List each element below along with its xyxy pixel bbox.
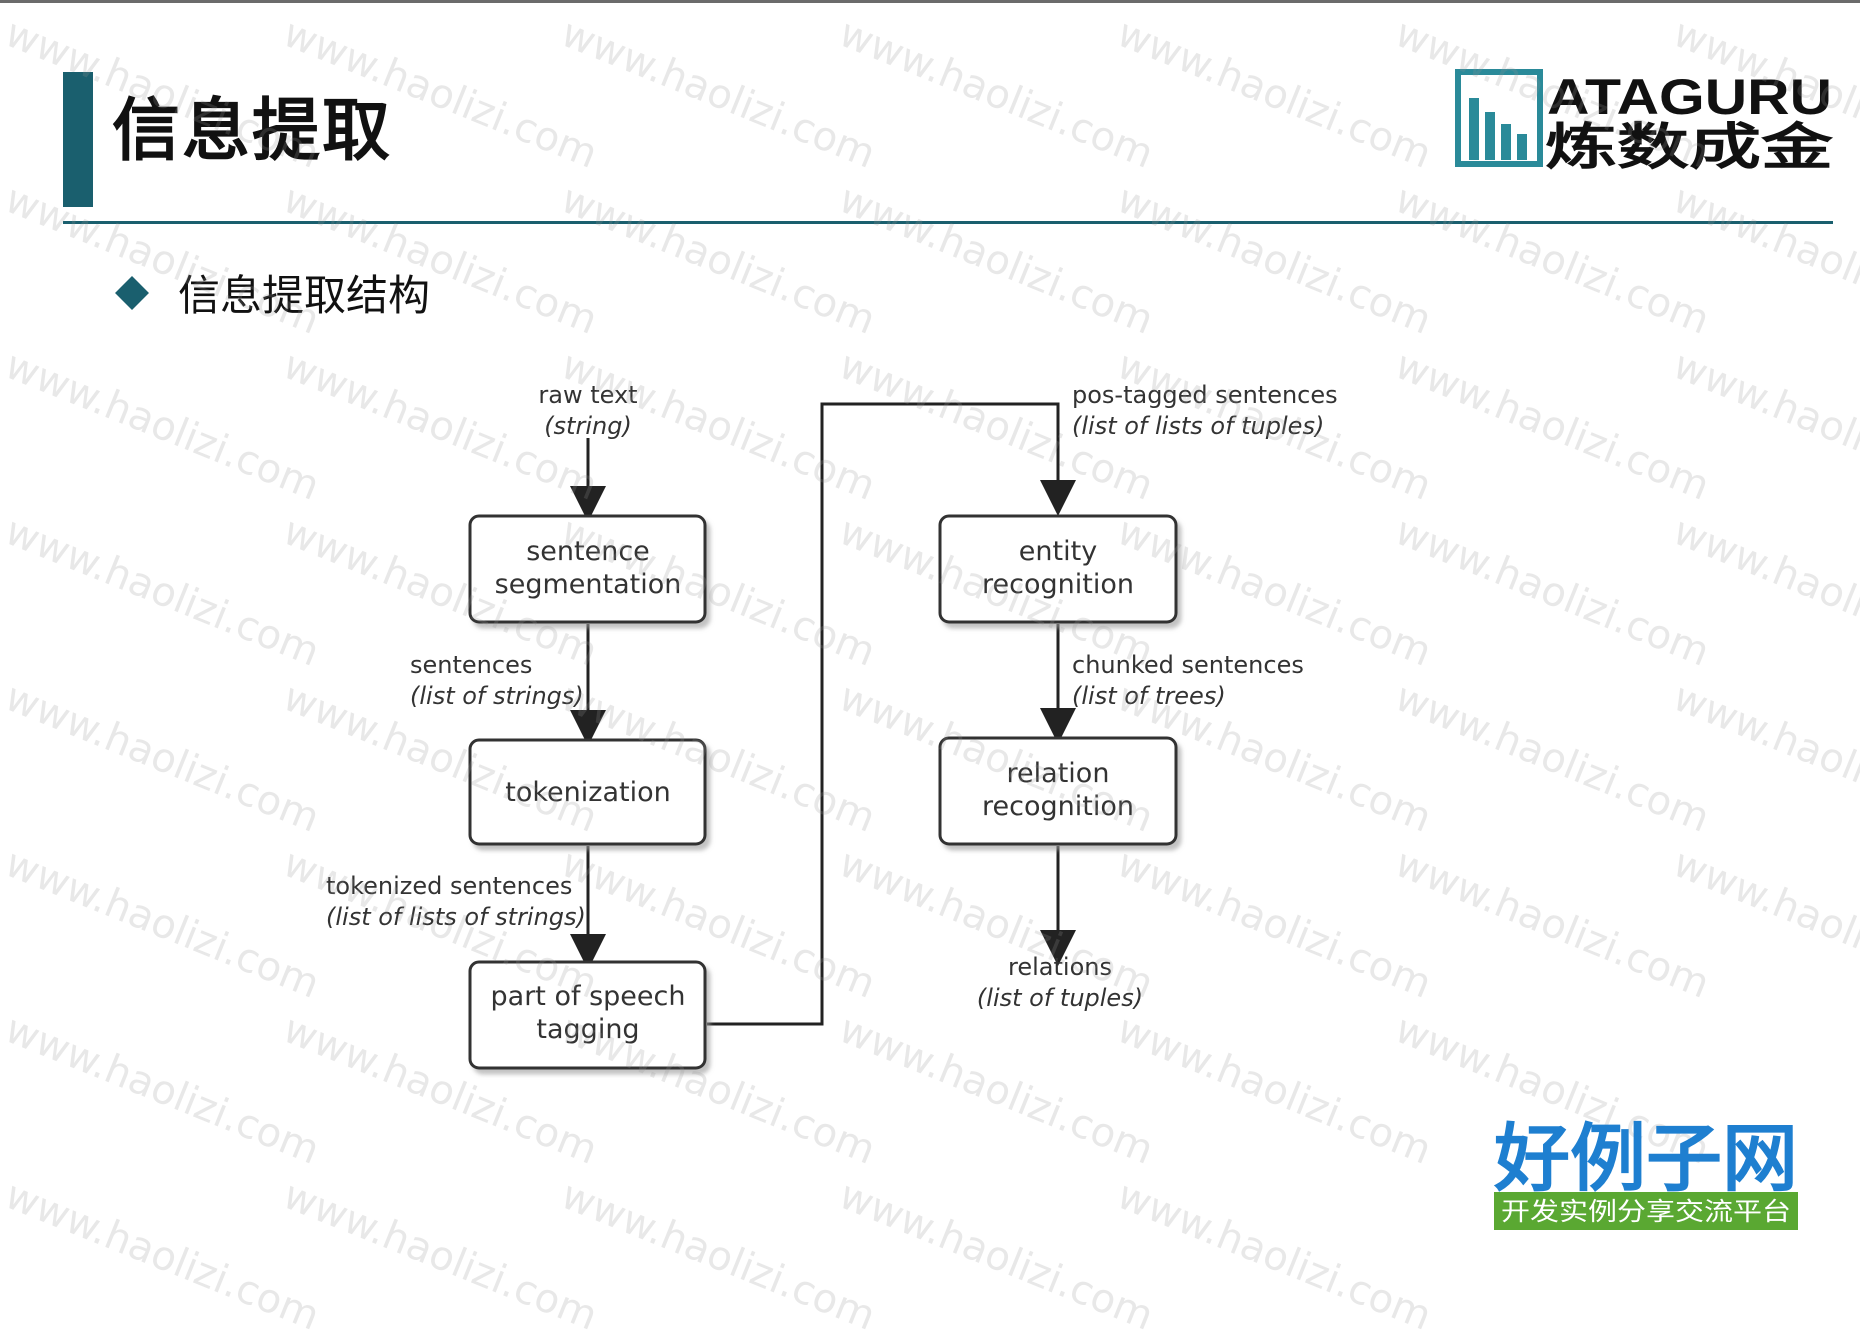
label-main: pos-tagged sentences: [1072, 381, 1338, 409]
information-extraction-diagram: sentence segmentation tokenization part …: [326, 381, 1338, 1070]
label-main: sentences: [410, 651, 532, 679]
box-line: part of speech: [491, 981, 686, 1012]
logo-text-cn: 炼数成金: [1545, 118, 1834, 170]
box-line: relation: [1007, 758, 1110, 789]
label-type: (list of lists of tuples): [1072, 412, 1324, 440]
label-relations: relations (list of tuples): [977, 953, 1143, 1012]
box-pos-tagging: part of speech tagging: [468, 960, 707, 1070]
label-tokenized-sentences: tokenized sentences (list of lists of st…: [326, 872, 586, 931]
label-type: (list of trees): [1072, 682, 1226, 710]
box-line: recognition: [982, 569, 1134, 600]
brand-tagline: 开发实例分享交流平台: [1501, 1197, 1791, 1226]
box-tokenization: tokenization: [468, 738, 707, 846]
label-raw-text: raw text (string): [538, 381, 637, 440]
haolizi-brand-logo: 好例子网 开发实例分享交流平台: [1493, 1116, 1798, 1230]
box-line: tokenization: [505, 777, 670, 808]
ataguru-logo: ATAGURU 炼数成金: [1455, 69, 1834, 170]
label-type: (string): [544, 412, 632, 440]
box-relation-recognition: relation recognition: [938, 736, 1178, 846]
bullet-text: 信息提取结构: [178, 271, 431, 320]
label-main: tokenized sentences: [326, 872, 572, 900]
logo-chart-icon: [1455, 69, 1543, 167]
label-type: (list of lists of strings): [326, 903, 586, 931]
box-line: sentence: [526, 536, 650, 567]
label-main: raw text: [538, 381, 637, 409]
label-chunked-sentences: chunked sentences (list of trees): [1072, 651, 1304, 710]
box-line: entity: [1019, 536, 1097, 567]
box-line: segmentation: [495, 569, 682, 600]
label-type: (list of strings): [410, 682, 584, 710]
title-accent-bar: [63, 72, 93, 207]
label-main: chunked sentences: [1072, 651, 1304, 679]
label-pos-tagged-sentences: pos-tagged sentences (list of lists of t…: [1072, 381, 1338, 440]
box-line: tagging: [536, 1014, 639, 1045]
box-line: recognition: [982, 791, 1134, 822]
header-divider: [63, 221, 1833, 224]
brand-tagline-bg: [1494, 1192, 1798, 1230]
page-title: 信息提取: [112, 92, 393, 171]
bullet-item: 信息提取结构: [114, 262, 430, 323]
brand-name: 好例子网: [1493, 1116, 1798, 1202]
box-sentence-segmentation: sentence segmentation: [468, 514, 707, 624]
label-type: (list of tuples): [977, 984, 1143, 1012]
connector-pos-to-entity: [707, 402, 1076, 1026]
label-sentences: sentences (list of strings): [410, 651, 584, 710]
box-entity-recognition: entity recognition: [938, 514, 1178, 624]
label-main: relations: [1008, 953, 1112, 981]
logo-text-en: ATAGURU: [1547, 69, 1832, 125]
top-border: [0, 0, 1860, 3]
